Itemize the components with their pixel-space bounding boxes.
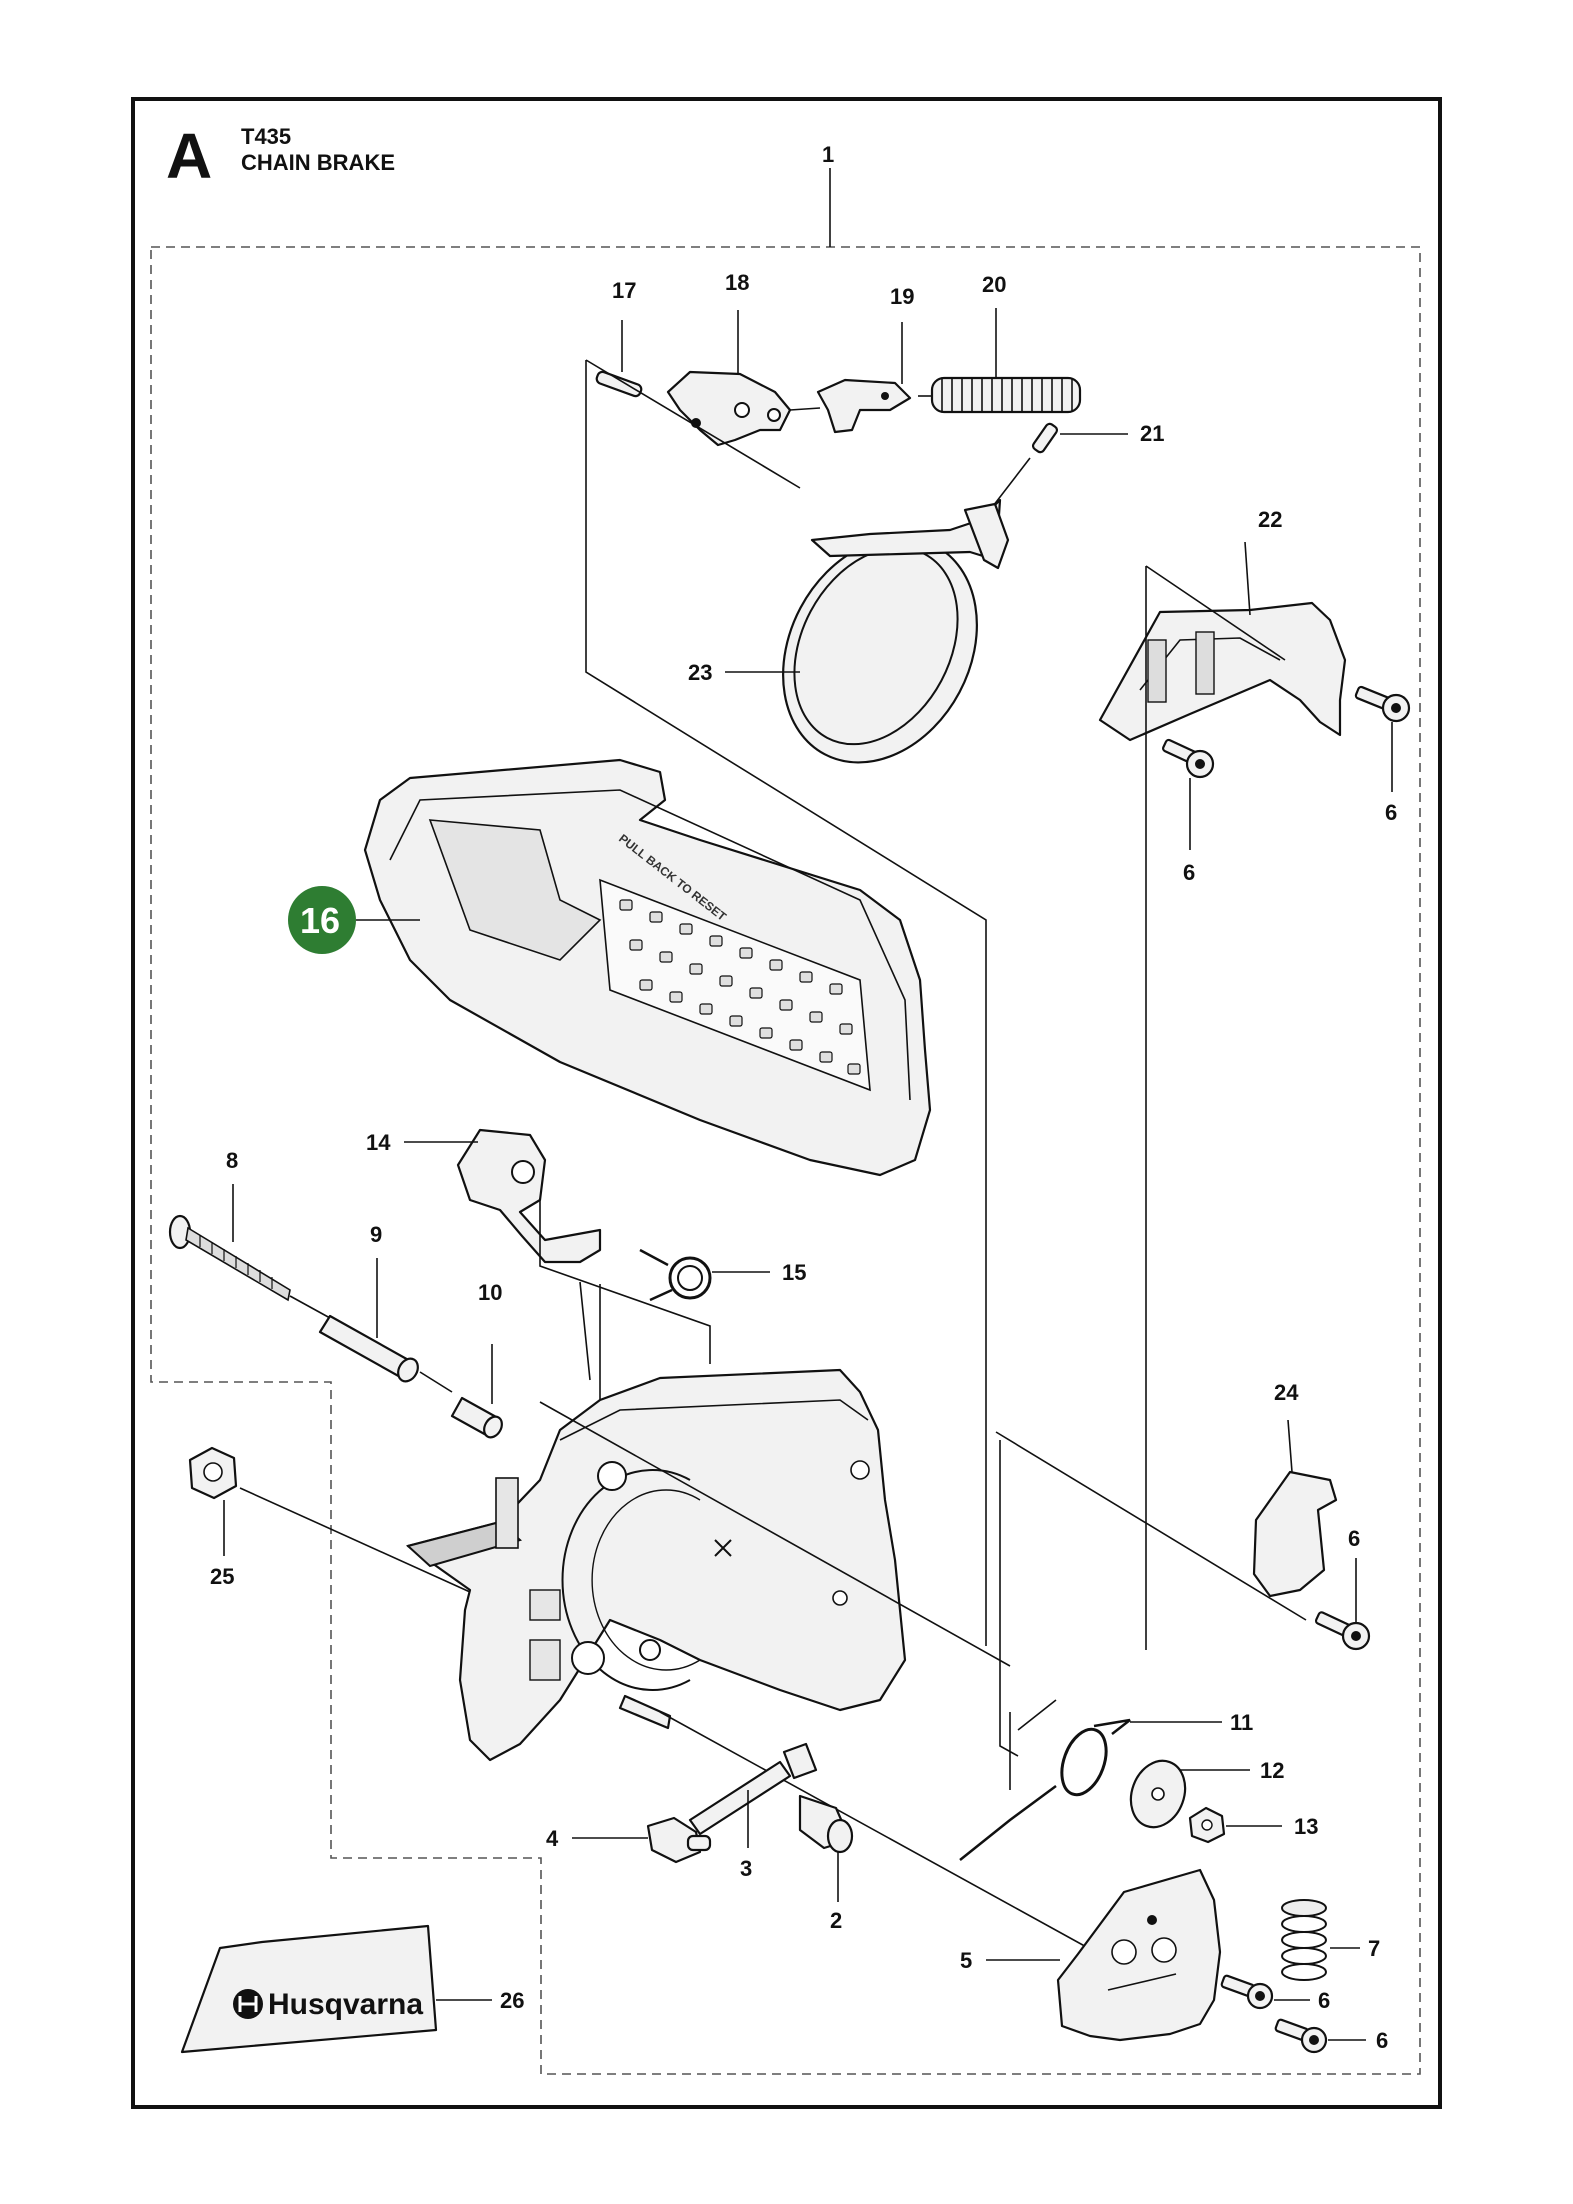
page-frame [131,97,1442,2109]
part-7-spring [1281,1899,1327,1981]
axis-line [289,1295,331,1319]
part-16-hand-guard: PULL BACK TO RESET [363,758,932,1177]
screw-6c [1314,1611,1371,1651]
assembly-bracket-lines [585,359,987,1646]
part-10-bushing [450,1396,503,1439]
part-15-spring [639,1248,712,1302]
part-20-spring [930,376,1082,414]
callout-6b: 6 [1385,800,1397,825]
part-12-washer [1129,1759,1187,1829]
part-3-shaft [688,1742,818,1836]
callout-15: 15 [782,1260,806,1285]
callout-4: 4 [546,1826,559,1851]
part-5-cover-plate [1056,1868,1222,2042]
callout-24: 24 [1274,1380,1299,1405]
callout-10: 10 [478,1280,502,1305]
part-25-nut [188,1446,238,1500]
screw-6e [1274,2018,1328,2054]
part-8-bolt [168,1214,291,1302]
callout-13: 13 [1294,1814,1318,1839]
assembly-1-boundary [150,246,1421,2075]
part-22-cover [1098,601,1347,742]
rod-axis-line [539,1401,1111,1961]
callout-6d: 6 [1318,1988,1330,2013]
part-21-pin [1031,422,1059,454]
screw-6b [1354,685,1411,723]
callout-21: 21 [1140,421,1164,446]
part-2-bushing [798,1794,854,1854]
callout-16-badge [288,886,356,954]
part-13-nut [1188,1806,1226,1844]
callout-2: 2 [830,1908,842,1933]
part-14-lever [456,1128,602,1264]
callout-23: 23 [688,660,712,685]
callout-18: 18 [725,270,749,295]
part-11-spring [959,1718,1131,1861]
part-17-pin [595,370,643,398]
callout-6e: 6 [1376,2028,1388,2053]
diagram-title: CHAIN BRAKE [241,150,395,175]
callout-26: 26 [500,1988,524,2013]
part-4-clip [646,1816,712,1864]
callout-1: 1 [822,142,834,167]
callout-14: 14 [366,1130,391,1155]
callout-5: 5 [960,1948,972,1973]
callout-20: 20 [982,272,1006,297]
callout-7: 7 [1368,1936,1380,1961]
decal-brand-text: Husqvarna [268,1988,423,2021]
screw-6a [1162,738,1215,779]
callout-11: 11 [1230,1710,1253,1735]
part-18-brake-lever [666,370,792,447]
part-24-latch [1252,1470,1338,1598]
callout-25: 25 [210,1564,234,1589]
callout-6c: 6 [1348,1526,1360,1551]
part-26-decal: Husqvarna [180,1924,438,2054]
model-number: T435 [241,124,291,149]
callout-3: 3 [740,1856,752,1881]
part-23-brake-band [782,498,1010,764]
callout-17: 17 [612,278,636,303]
part-19-latch [816,378,912,434]
callout-19: 19 [890,284,914,309]
callout-22: 22 [1258,507,1282,532]
callout-8: 8 [226,1148,238,1173]
section-letter: A [166,120,212,192]
callout-6a: 6 [1183,860,1195,885]
callout-9: 9 [370,1222,382,1247]
part-9-tube [318,1314,419,1383]
screw-6d [1220,1974,1274,2010]
main-brake-housing [405,1368,907,1762]
husqvarna-logo-icon [233,1989,263,2019]
callout-12: 12 [1260,1758,1284,1783]
callout-16: 16 [300,900,340,941]
